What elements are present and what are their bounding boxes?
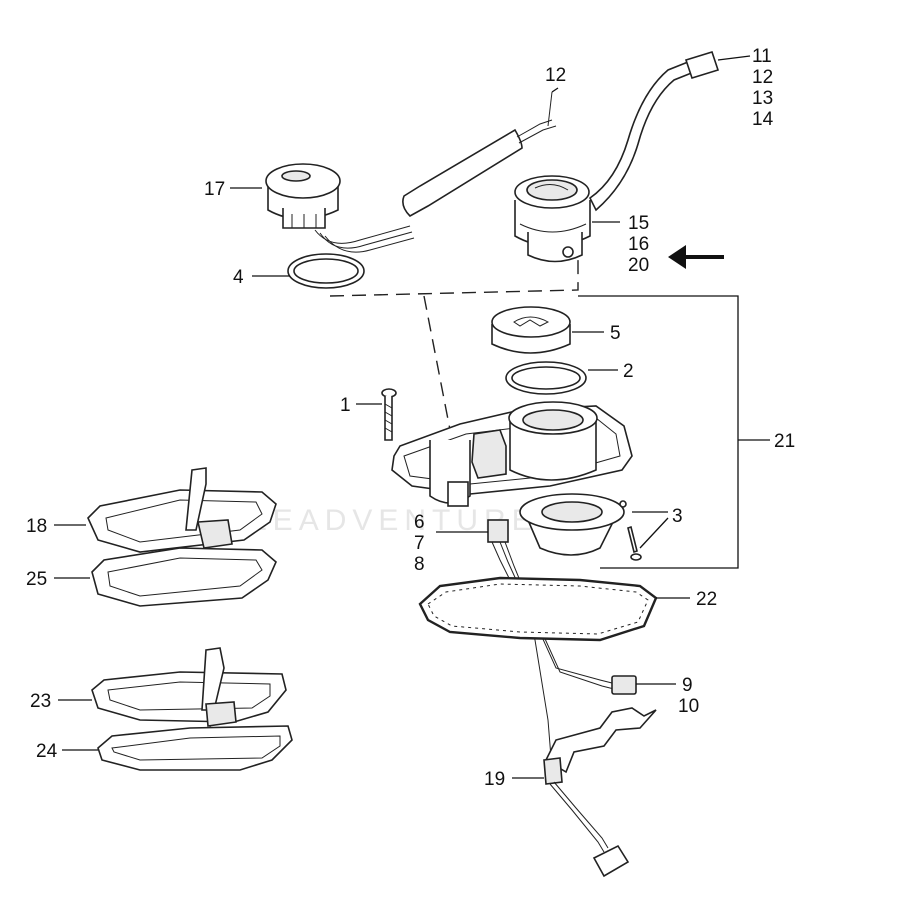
callout-3: 3	[672, 506, 683, 527]
part-23-pump-flange	[91, 647, 287, 747]
callout-14: 14	[752, 109, 774, 130]
callout-23: 23	[30, 691, 51, 712]
part-15-pump-module-top	[514, 175, 591, 263]
callout-15: 15	[628, 213, 649, 234]
part-2-o-ring	[505, 361, 587, 395]
bracket-21	[578, 295, 739, 569]
wire-harness-main	[588, 51, 751, 212]
left-arrow-icon	[668, 245, 724, 269]
callout-1: 1	[340, 395, 351, 416]
part-22-gasket	[418, 576, 658, 642]
callout-4: 4	[233, 267, 244, 288]
part-3-filter-cup	[519, 493, 642, 561]
part-25-gasket	[91, 547, 277, 607]
callout-6: 6	[414, 512, 425, 533]
callout-20: 20	[628, 255, 649, 276]
alignment-line-vertical	[423, 295, 453, 441]
callout-5: 5	[610, 323, 621, 344]
connector-6-7-8	[487, 519, 619, 771]
callout-12-connector: 12	[545, 65, 566, 86]
part-24-gasket	[97, 725, 293, 771]
callout-13: 13	[752, 88, 773, 109]
part-5-cap	[491, 306, 571, 354]
callout-17: 17	[204, 179, 225, 200]
callout-19: 19	[484, 769, 505, 790]
callout-18: 18	[26, 516, 47, 537]
callout-21: 21	[774, 431, 795, 452]
part-19-fuel-level-sender	[543, 707, 657, 878]
callout-11: 11	[752, 46, 772, 67]
part-21-pump-housing	[391, 401, 633, 507]
callout-22: 22	[696, 589, 717, 610]
leader-lines	[54, 87, 770, 779]
callout-8: 8	[414, 554, 425, 575]
part-9-connector	[611, 675, 637, 695]
callout-10: 10	[678, 696, 699, 717]
callout-16: 16	[628, 234, 649, 255]
part-1-screw	[381, 388, 397, 441]
part-4-o-ring	[287, 253, 365, 289]
callout-9: 9	[682, 675, 693, 696]
part-18-pump-flange	[87, 467, 277, 577]
callout-24: 24	[36, 741, 58, 762]
callout-25: 25	[26, 569, 47, 590]
part-17-sender-cap	[265, 163, 341, 229]
callout-12-harness: 12	[752, 67, 773, 88]
callout-2: 2	[623, 361, 634, 382]
callout-7: 7	[414, 533, 425, 554]
wire-harness-upper	[314, 91, 557, 253]
alignment-line-upper	[329, 256, 579, 297]
